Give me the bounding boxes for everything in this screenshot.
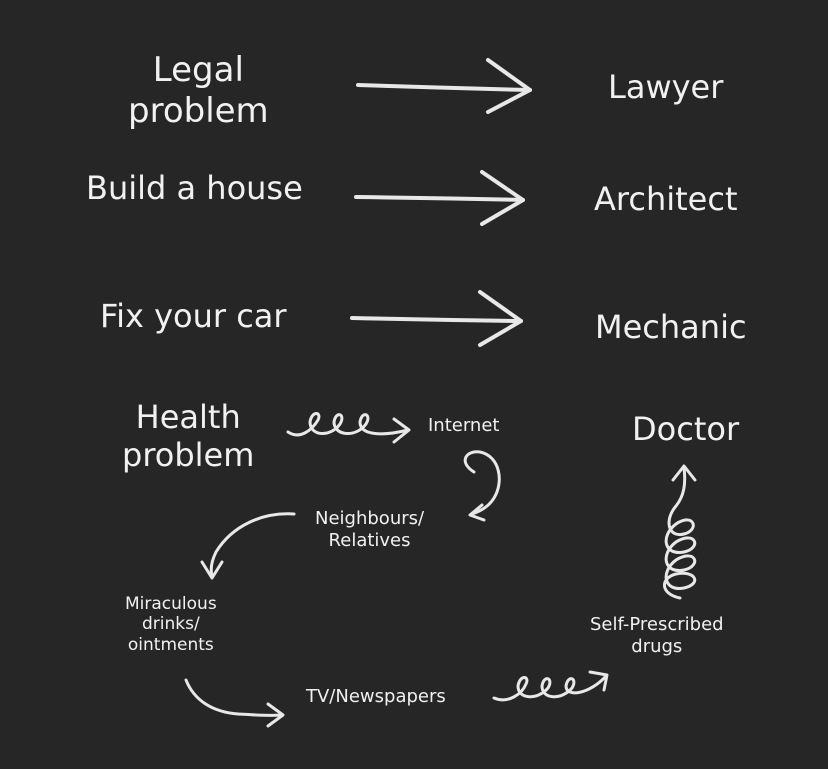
lawyer-label: Lawyer xyxy=(608,68,724,106)
arrow-car-to-mechanic xyxy=(350,290,523,347)
loop-arrow-health-to-internet xyxy=(286,412,411,444)
health-problem-line2: problem xyxy=(122,436,255,475)
fix-car-label: Fix your car xyxy=(100,297,287,335)
architect-label: Architect xyxy=(594,180,738,218)
curl-arrow-internet-to-neighbours xyxy=(463,450,501,522)
legal-problem-label: Legal problem xyxy=(128,50,269,132)
mechanic-label: Mechanic xyxy=(595,308,747,346)
neighbours-relatives-label: Neighbours/ Relatives xyxy=(315,508,424,551)
neighbours-line1: Neighbours/ xyxy=(315,508,425,529)
legal-problem-line1: Legal xyxy=(152,50,244,90)
build-house-label: Build a house xyxy=(86,169,303,207)
arrow-house-to-architect xyxy=(354,170,525,226)
health-problem-line1: Health xyxy=(135,398,241,436)
health-problem-label: Health problem xyxy=(122,398,254,475)
curve-arrow-miraculous-to-tv xyxy=(184,678,285,728)
miraculous-line1: Miraculous xyxy=(125,594,217,614)
tv-newspapers-label: TV/Newspapers xyxy=(306,686,446,707)
self-prescribed-label: Self-Prescribed drugs xyxy=(590,614,724,657)
curve-arrow-neighbours-to-miraculous xyxy=(200,512,296,580)
miraculous-drinks-label: Miraculous drinks/ ointments xyxy=(125,594,217,655)
spring-arrow-self-prescribed-to-doctor xyxy=(663,464,697,600)
legal-problem-line2: problem xyxy=(128,90,269,131)
neighbours-line2: Relatives xyxy=(328,529,411,551)
self-prescribed-line2: drugs xyxy=(631,635,683,657)
internet-label: Internet xyxy=(428,415,500,436)
loop-arrow-tv-to-self-prescribed xyxy=(492,670,609,702)
doctor-label: Doctor xyxy=(632,410,740,448)
miraculous-line2: drinks/ xyxy=(141,614,200,635)
miraculous-line3: ointments xyxy=(127,634,214,655)
self-prescribed-line1: Self-Prescribed xyxy=(590,614,724,635)
arrow-legal-to-lawyer xyxy=(356,58,532,114)
